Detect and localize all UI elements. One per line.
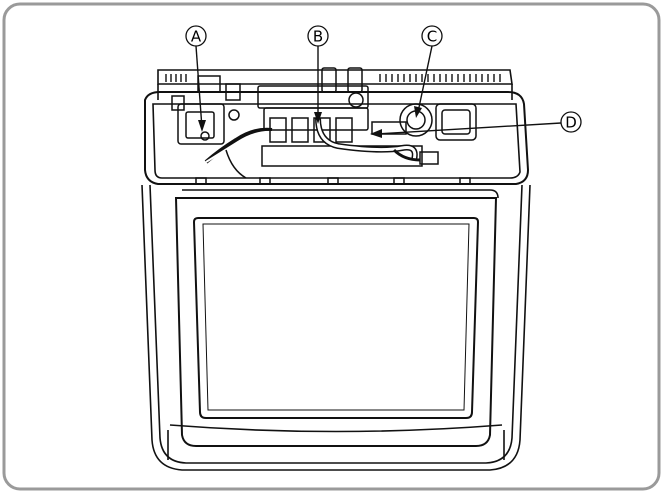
callout-d-label: D xyxy=(565,114,577,132)
vent-slots xyxy=(165,74,501,82)
callout-d-circle xyxy=(560,111,582,133)
callout-d: D xyxy=(370,111,582,138)
callout-a-leader xyxy=(195,45,203,129)
callout-d-leader xyxy=(375,122,562,135)
control-panel xyxy=(144,69,530,185)
callout-a: A xyxy=(185,25,207,132)
callout-c-arrowhead xyxy=(414,106,422,118)
internal-components xyxy=(171,67,477,185)
washer-body xyxy=(141,184,531,471)
callout-d-arrowhead xyxy=(370,129,382,138)
callout-c: C xyxy=(414,25,443,118)
callout-c-label: C xyxy=(427,28,437,46)
callout-b-label: B xyxy=(313,28,323,46)
callout-b: B xyxy=(307,25,329,124)
callout-b-arrowhead xyxy=(314,112,322,124)
callout-a-label: A xyxy=(191,28,202,46)
callout-a-arrowhead xyxy=(198,120,206,132)
callout-c-leader xyxy=(417,45,433,113)
